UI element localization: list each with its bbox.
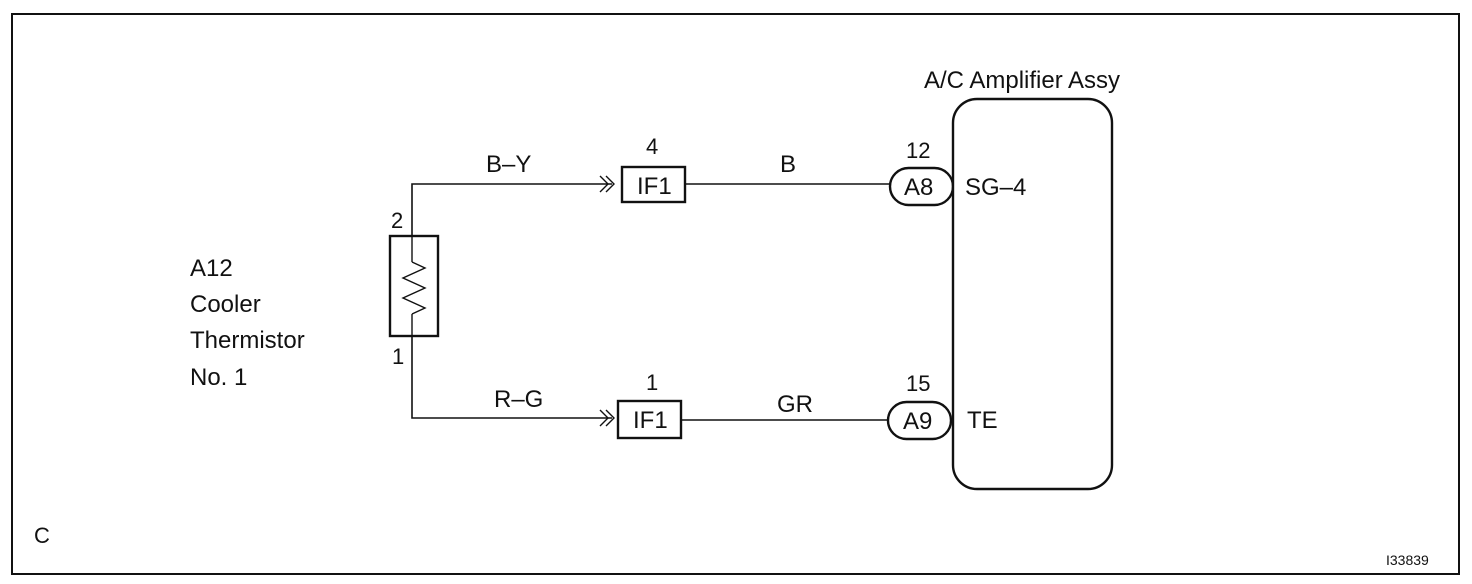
amplifier-terminal-top: SG–4: [965, 174, 1026, 201]
thermistor-symbol: [388, 234, 440, 338]
connector-top-label: A8: [904, 174, 933, 201]
connector-top-pin: 12: [906, 138, 930, 163]
amplifier-terminal-bottom: TE: [967, 407, 998, 434]
connector-arrow-bottom: [599, 409, 615, 427]
component-name-line3: No. 1: [190, 364, 247, 391]
component-code: A12: [190, 255, 233, 282]
diagram-frame: [11, 13, 1460, 575]
figure-id: I33839: [1386, 552, 1429, 568]
amplifier-title: A/C Amplifier Assy: [924, 67, 1120, 94]
connector-bottom-label: A9: [903, 408, 932, 435]
wire-top-left: [411, 183, 612, 236]
amplifier-body: [951, 97, 1114, 491]
component-name-line2: Thermistor: [190, 327, 305, 354]
thermistor-pin-top: 2: [391, 208, 403, 233]
junction-top-label: IF1: [637, 173, 672, 200]
thermistor-pin-bottom: 1: [392, 344, 404, 369]
wire-bottom-color-right: GR: [777, 391, 813, 418]
wire-bottom-color-left: R–G: [494, 386, 543, 413]
connector-bottom-pin: 15: [906, 371, 930, 396]
connector-arrow-top: [599, 175, 615, 193]
junction-bottom-label: IF1: [633, 407, 668, 434]
panel-letter: C: [34, 523, 50, 548]
connector-bottom-oval: [886, 400, 953, 441]
wire-top-color-right: B: [780, 151, 796, 178]
wire-bottom-left: [411, 336, 612, 419]
junction-top-pin: 4: [646, 134, 658, 159]
component-name-line1: Cooler: [190, 291, 261, 318]
wire-top-color-left: B–Y: [486, 151, 531, 178]
junction-bottom-pin: 1: [646, 370, 658, 395]
